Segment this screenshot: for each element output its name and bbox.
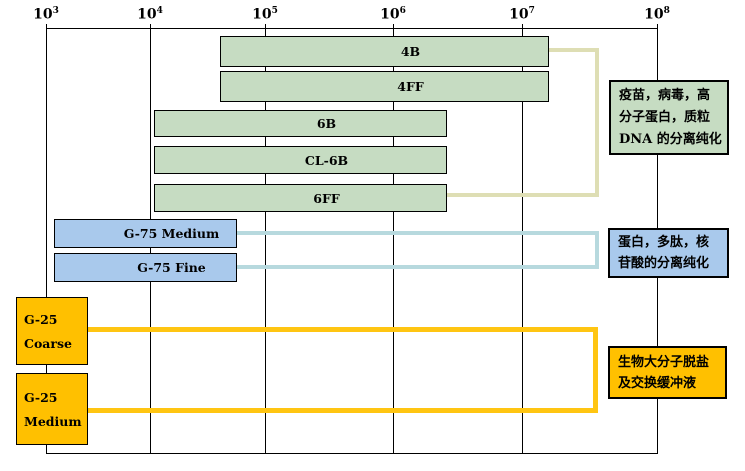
axis-tick-10e4: 104 bbox=[128, 6, 172, 23]
axis-tick-10e6: 106 bbox=[371, 6, 415, 23]
connector-blue-right bbox=[595, 231, 599, 269]
gridline-10e6 bbox=[393, 24, 394, 453]
annotation-line: 苷酸的分离纯化 bbox=[618, 256, 710, 271]
bar-label-line2: Coarse bbox=[24, 335, 72, 351]
gridline-10e5 bbox=[265, 24, 266, 453]
bar-g75-medium: G-75 Medium bbox=[54, 219, 237, 248]
bar-label-stack: G-25 Medium bbox=[17, 390, 82, 429]
bar-label: G-75 Fine bbox=[137, 260, 206, 275]
connector-green-top bbox=[549, 48, 599, 52]
bar-g25-coarse: G-25 Coarse bbox=[16, 297, 88, 365]
bar-label: 4FF bbox=[397, 79, 424, 94]
tick-base: 10 bbox=[380, 6, 400, 23]
annotation-blue-group: 蛋白，多肽，核 苷酸的分离纯化 bbox=[608, 228, 729, 278]
tick-exponent: 6 bbox=[399, 6, 406, 16]
bar-label-line2: Medium bbox=[24, 413, 82, 429]
bar-label-line1: G-25 bbox=[24, 389, 58, 405]
connector-green-right bbox=[595, 48, 599, 197]
bar-4ff: 4FF bbox=[220, 71, 549, 102]
axis-line-bottom bbox=[46, 453, 658, 454]
bar-6ff: 6FF bbox=[154, 184, 447, 212]
axis-tick-10e8: 108 bbox=[635, 6, 679, 23]
bar-label: G-75 Medium bbox=[123, 226, 220, 241]
bar-g75-fine: G-75 Fine bbox=[54, 253, 237, 282]
annotation-line: 及交换缓冲液 bbox=[618, 376, 697, 391]
axis-tick-10e7: 107 bbox=[500, 6, 544, 23]
connector-blue-top bbox=[237, 231, 599, 235]
annotation-line: 疫苗，病毒，高 bbox=[619, 88, 711, 103]
tick-exponent: 3 bbox=[52, 6, 59, 16]
annotation-line: 分子蛋白，质粒 bbox=[619, 110, 711, 125]
bar-6b: 6B bbox=[154, 110, 447, 137]
annotation-line: 蛋白，多肽，核 bbox=[618, 235, 710, 250]
tick-exponent: 5 bbox=[271, 6, 278, 16]
bar-label: 6FF bbox=[313, 190, 340, 206]
annotation-line: 生物大分子脱盐 bbox=[618, 355, 710, 370]
tick-base: 10 bbox=[33, 6, 53, 23]
connector-blue-bottom bbox=[237, 265, 599, 269]
annotation-green-group: 疫苗，病毒，高 分子蛋白，质粒 DNA 的分离纯化 bbox=[609, 80, 729, 155]
bar-label-line1: G-25 bbox=[24, 311, 58, 327]
tick-base: 10 bbox=[137, 6, 157, 23]
connector-yellow-bottom bbox=[88, 408, 598, 413]
tick-exponent: 7 bbox=[528, 6, 535, 16]
tick-base: 10 bbox=[252, 6, 272, 23]
bar-4b: 4B bbox=[220, 36, 549, 67]
bar-cl-6b: CL-6B bbox=[154, 146, 447, 174]
gridline-10e3 bbox=[46, 24, 47, 453]
annotation-yellow-group: 生物大分子脱盐 及交换缓冲液 bbox=[608, 346, 727, 399]
tick-exponent: 4 bbox=[156, 6, 163, 16]
bar-label: 6B bbox=[316, 116, 337, 131]
tick-base: 10 bbox=[644, 6, 664, 23]
bar-label: CL-6B bbox=[304, 152, 349, 168]
bar-label-stack: G-25 Coarse bbox=[17, 312, 72, 351]
axis-tick-10e5: 105 bbox=[243, 6, 287, 23]
connector-yellow-right bbox=[593, 327, 598, 413]
tick-exponent: 8 bbox=[663, 6, 670, 16]
axis-line-top bbox=[46, 28, 658, 29]
connector-green-bottom bbox=[447, 193, 599, 197]
gridline-10e7 bbox=[522, 24, 523, 453]
annotation-line: DNA 的分离纯化 bbox=[619, 132, 722, 147]
axis-tick-10e3: 103 bbox=[24, 6, 68, 23]
bar-label: 4B bbox=[400, 44, 421, 59]
tick-base: 10 bbox=[509, 6, 529, 23]
bar-g25-medium: G-25 Medium bbox=[16, 373, 88, 445]
connector-yellow-top bbox=[88, 327, 598, 332]
